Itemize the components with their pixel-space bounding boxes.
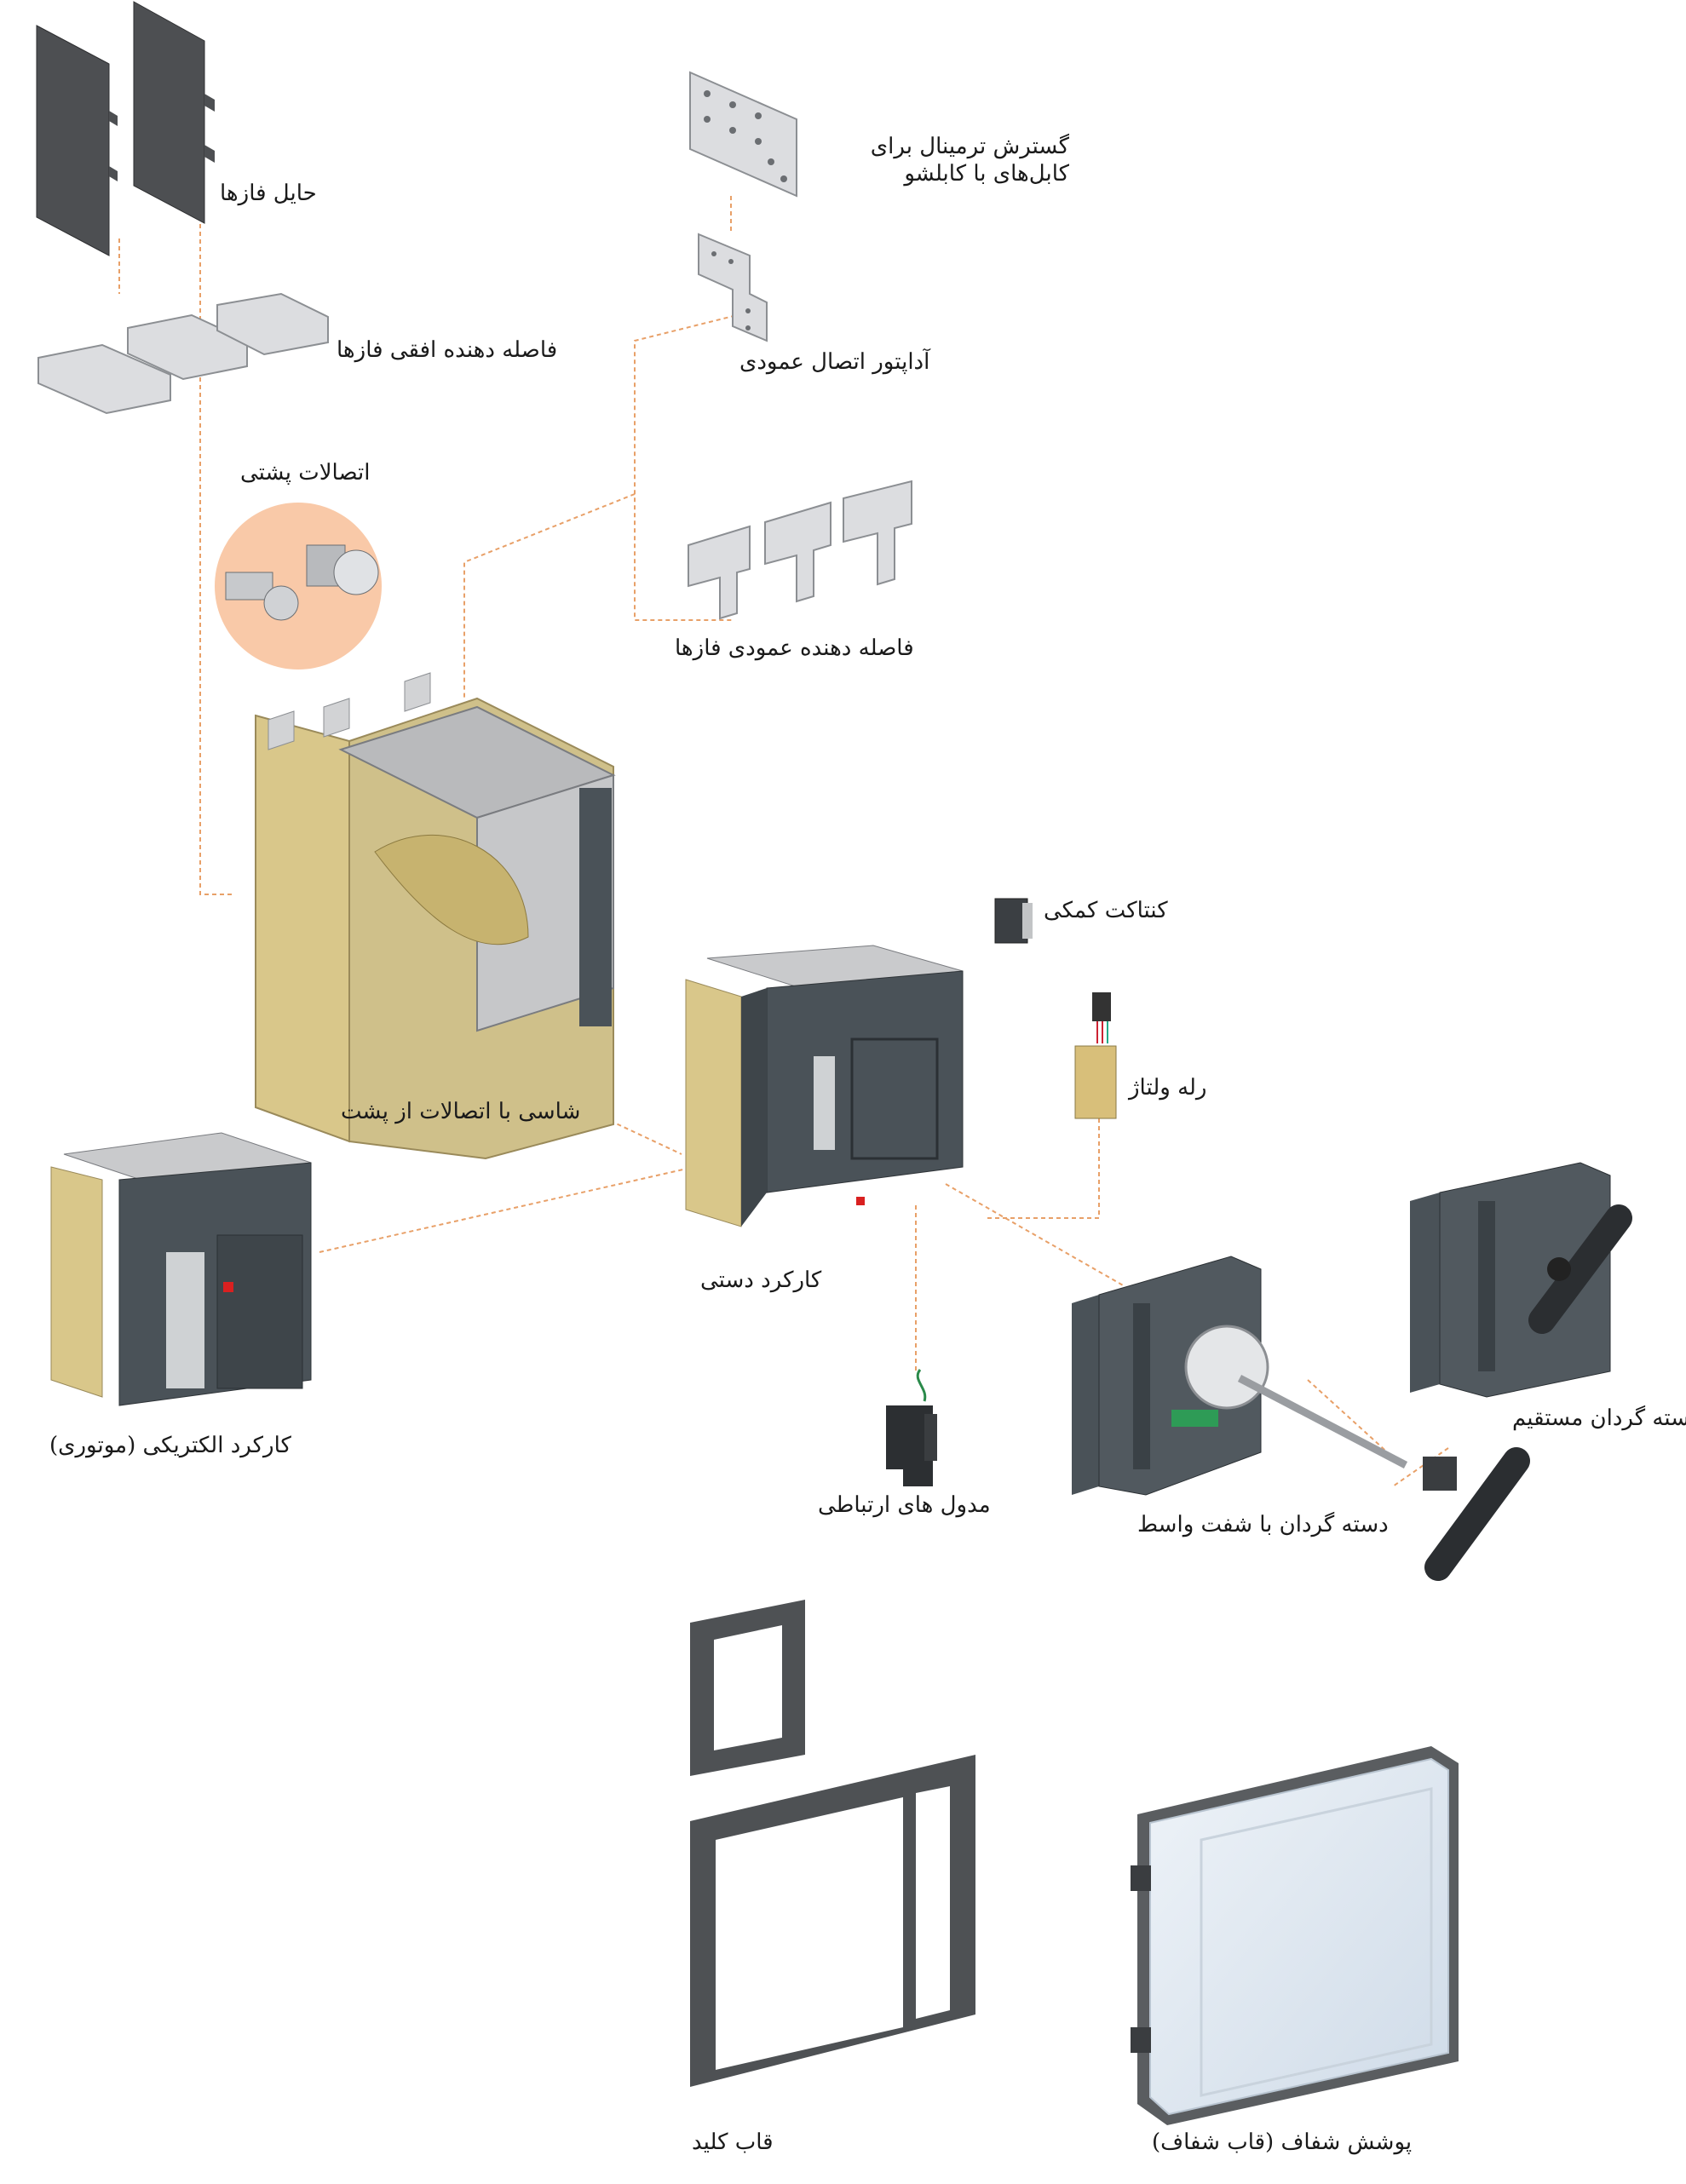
label-phase-barrier: حایل فازها <box>220 181 317 206</box>
manual-breaker-icon <box>685 945 964 1227</box>
vertical-spreader-icon <box>688 480 912 620</box>
phase-barrier-icon <box>36 1 215 256</box>
label-direct-rotary-handle: دسته گردان مستقیم <box>1512 1405 1686 1431</box>
vertical-adapter-icon <box>698 233 768 342</box>
label-vertical-adapter: آداپتور اتصال عمودی <box>739 349 930 375</box>
electric-breaker-icon <box>50 1132 312 1406</box>
label-vertical-spreader: فاصله دهنده عمودی فازها <box>675 635 914 661</box>
terminal-extension-icon <box>689 71 797 198</box>
label-terminal-extension: گسترش ترمینال برای کابل‌های با کابلشو <box>870 134 1069 187</box>
key-frame-icon <box>690 1600 975 2087</box>
label-aux-contact: کنتاکت کمکی <box>1044 898 1168 923</box>
extended-rotary-handle-icon <box>1072 1256 1408 1496</box>
leader-lines <box>118 196 1449 1487</box>
chassis-icon <box>255 672 616 1160</box>
aux-contact-icon <box>994 898 1033 944</box>
horizontal-spreader-icon <box>37 292 329 415</box>
label-comm-modules: مدول های ارتباطی <box>818 1492 991 1518</box>
label-transparent-cover: پوشش شفاف (قاب شفاف) <box>1152 2129 1413 2155</box>
label-horizontal-spreader: فاصله دهنده افقی فازها <box>337 337 558 363</box>
loose-handle-icon <box>1423 1447 1530 1581</box>
comm-module-icon <box>886 1369 937 1486</box>
label-key-frame: قاب کلید <box>692 2129 774 2155</box>
rear-connections-icon <box>215 503 382 670</box>
transparent-cover-icon <box>1131 1746 1459 2125</box>
voltage-relay-icon <box>1074 992 1117 1119</box>
direct-rotary-handle-icon <box>1410 1162 1632 1398</box>
label-extended-rotary-handle: دسته گردان با شفت واسط <box>1137 1512 1389 1537</box>
label-chassis: شاسی با اتصالات از پشت <box>341 1099 581 1124</box>
label-electric-operation: کارکرد الکتریکی (موتوری) <box>49 1433 291 1458</box>
label-voltage-relay: رله ولتاژ <box>1129 1075 1207 1101</box>
label-rear-connections: اتصالات پشتی <box>240 460 371 486</box>
label-manual-operation: کارکرد دستی <box>700 1267 822 1293</box>
